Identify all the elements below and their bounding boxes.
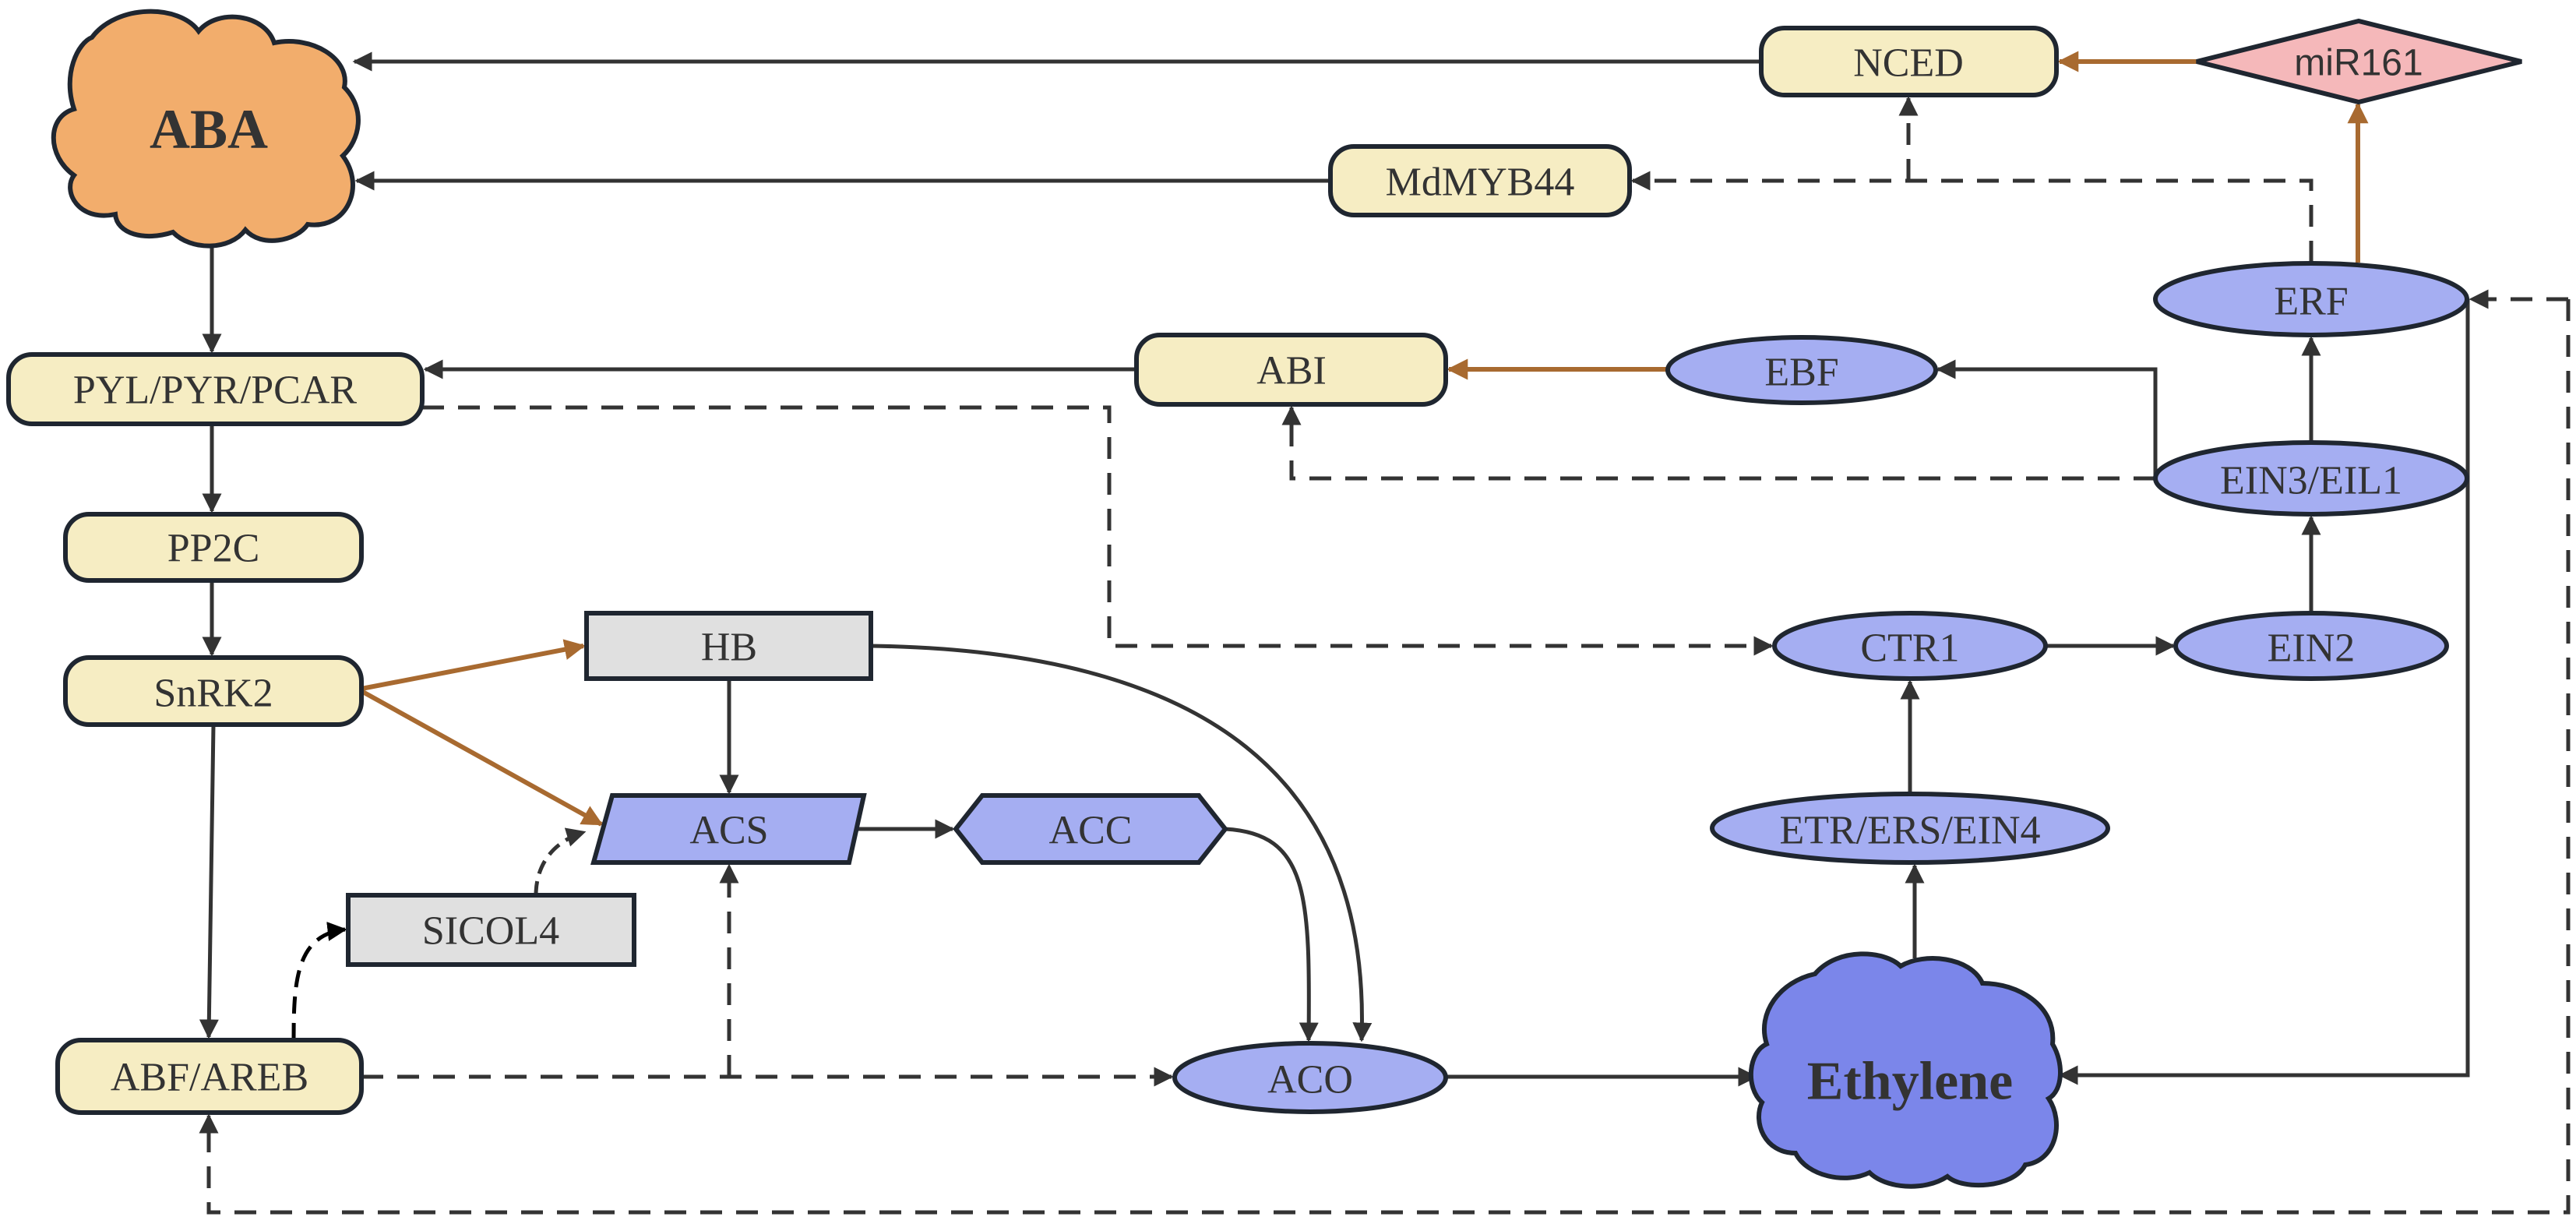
node-erf[interactable]: ERF (2153, 261, 2469, 337)
pyl-shape (6, 352, 425, 426)
node-mir161[interactable]: miR161 (2196, 18, 2522, 105)
edge-snrk2-to-hb (361, 639, 586, 691)
sicol4-label: SICOL4 (422, 909, 559, 954)
node-pp2c[interactable]: PP2C (63, 512, 364, 583)
ethylene-label: Ethylene (1807, 1052, 2013, 1112)
aba-cloud-shape (51, 9, 361, 249)
snrk2-label: SnRK2 (153, 672, 273, 716)
ebf-shape (1665, 335, 1938, 405)
node-ein3[interactable]: EIN3/EIL1 (2153, 440, 2469, 517)
abf-label: ABF/AREB (111, 1056, 308, 1100)
hb-label: HB (701, 626, 757, 670)
mir161-shape (2196, 18, 2522, 105)
edge-pyl-to-ctr1 (422, 405, 1774, 656)
hb-shape (584, 611, 873, 681)
abi-shape (1134, 333, 1448, 407)
etr-shape (1710, 792, 2110, 865)
node-abf[interactable]: ABF/AREB (55, 1038, 364, 1115)
edge-snrk2-to-abf (199, 724, 219, 1039)
aco-label: ACO (1267, 1058, 1353, 1102)
mdmyb44-label: MdMYB44 (1386, 160, 1575, 205)
node-aco[interactable]: ACO (1172, 1041, 1448, 1114)
erf-shape (2153, 261, 2469, 337)
mir161-label: miR161 (2294, 43, 2423, 84)
acs-label: ACS (689, 809, 768, 853)
etr-label: ETR/ERS/EIN4 (1779, 809, 2040, 853)
pyl-label: PYL/PYR/PCAR (73, 369, 357, 413)
edge-erf-to-mdmyb44 (1630, 171, 2313, 263)
node-sicol4[interactable]: SICOL4 (346, 893, 636, 967)
edge-erf-to-ethylene (2058, 299, 2470, 1085)
ebf-label: EBF (1764, 351, 1838, 395)
erf-label: ERF (2274, 280, 2348, 324)
edge-hb-to-aco (870, 644, 1373, 1042)
node-pyl[interactable]: PYL/PYR/PCAR (6, 352, 425, 426)
node-acs[interactable]: ACS (590, 793, 867, 865)
node-etr[interactable]: ETR/ERS/EIN4 (1710, 792, 2110, 865)
acc-label: ACC (1049, 809, 1133, 853)
ein3-shape (2153, 440, 2469, 517)
edge-bottom-loop-to-abf (199, 299, 2571, 1215)
ein2-label: EIN2 (2268, 626, 2356, 671)
ein3-label: EIN3/EIL1 (2220, 459, 2402, 503)
ctr1-shape (1772, 611, 2048, 681)
pp2c-shape (63, 512, 364, 583)
ethylene-cloud-shape (1748, 951, 2063, 1189)
acc-shape (953, 793, 1228, 865)
node-abi[interactable]: ABI (1134, 333, 1448, 407)
snrk2-shape (63, 655, 364, 727)
nced-label: NCED (1853, 41, 1964, 86)
nodes: ABA NCED miR161 MdMYB44 ERF PYL/PYR/PCAR (6, 9, 2522, 1189)
node-snrk2[interactable]: SnRK2 (63, 655, 364, 727)
node-ethylene[interactable]: Ethylene (1748, 951, 2063, 1189)
pp2c-label: PP2C (167, 527, 260, 571)
mdmyb44-shape (1328, 144, 1632, 217)
node-acc[interactable]: ACC (953, 793, 1228, 865)
ctr1-label: CTR1 (1860, 626, 1959, 671)
node-ein2[interactable]: EIN2 (2173, 611, 2449, 681)
node-hb[interactable]: HB (584, 611, 873, 681)
acs-shape (590, 793, 867, 865)
abf-shape (55, 1038, 364, 1115)
edge-acc-to-aco (1225, 827, 1319, 1042)
node-nced[interactable]: NCED (1759, 26, 2059, 97)
ein2-shape (2173, 611, 2449, 681)
node-mdmyb44[interactable]: MdMYB44 (1328, 144, 1632, 217)
abi-label: ABI (1256, 349, 1327, 393)
edge-ein3-to-ebf (1936, 359, 2158, 478)
node-ebf[interactable]: EBF (1665, 335, 1938, 405)
edge-abf-to-sicol4 (291, 922, 347, 1041)
edge-ein3-to-abi (1281, 405, 2155, 481)
edges (199, 51, 2571, 1215)
node-aba[interactable]: ABA (51, 9, 361, 249)
edge-sicol4-to-acs (534, 827, 587, 896)
edge-snrk2-to-acs (360, 689, 604, 827)
aba-label: ABA (150, 98, 268, 160)
aco-shape (1172, 1041, 1448, 1114)
sicol4-shape (346, 893, 636, 967)
node-ctr1[interactable]: CTR1 (1772, 611, 2048, 681)
nced-shape (1759, 26, 2059, 97)
